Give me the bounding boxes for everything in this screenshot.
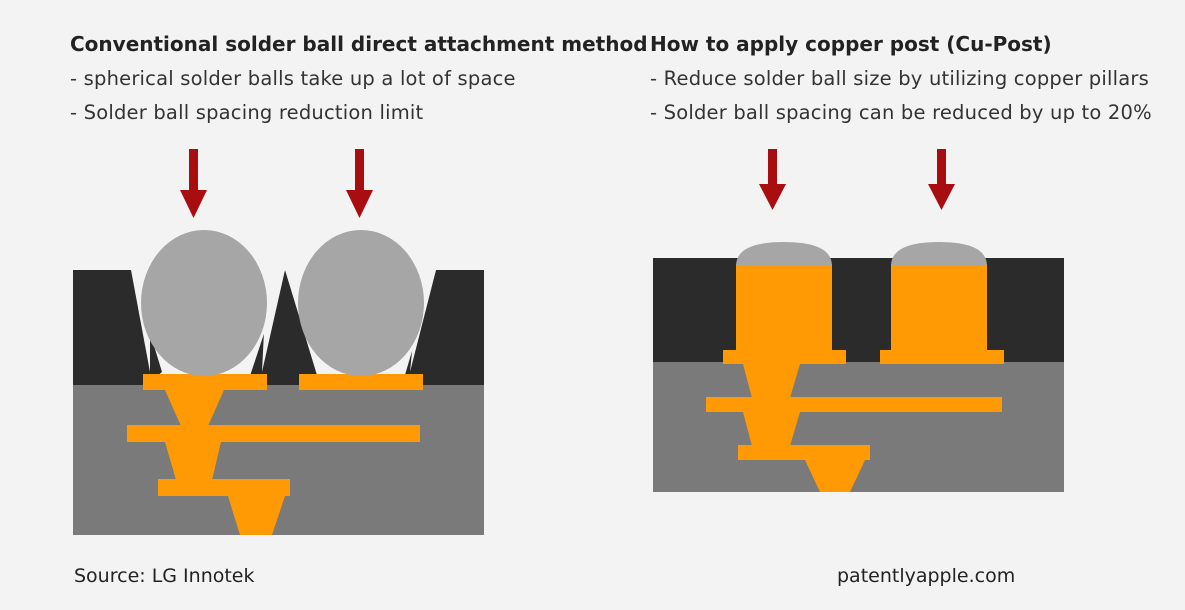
- left-heading: Conventional solder ball direct attachme…: [70, 32, 648, 56]
- right-solder-cap-1: [736, 242, 832, 266]
- right-pillar-1: [736, 264, 832, 352]
- right-mold-layer: [653, 258, 1064, 362]
- left-ball-gap-2: [262, 270, 285, 372]
- left-via-3: [228, 496, 285, 535]
- right-arrow-1: [759, 149, 786, 210]
- left-trace-1: [127, 425, 420, 442]
- left-bullet-2: - Solder ball spacing reduction limit: [70, 101, 424, 124]
- right-bullet-2: - Solder ball spacing can be reduced by …: [650, 101, 1152, 124]
- right-bullet-1: - Reduce solder ball size by utilizing c…: [650, 67, 1149, 90]
- left-panel-text: Conventional solder ball direct attachme…: [70, 32, 648, 124]
- source-caption: Source: LG Innotek: [74, 565, 255, 587]
- left-arrow-1: [180, 149, 207, 218]
- left-via-2: [165, 442, 221, 480]
- left-pad-2: [299, 374, 423, 390]
- right-arrow-2: [928, 149, 955, 210]
- left-trace-2: [158, 479, 290, 496]
- left-via-1: [165, 390, 224, 426]
- right-panel-text: How to apply copper post (Cu-Post) - Red…: [650, 32, 1152, 124]
- left-bullet-1: - spherical solder balls take up a lot o…: [70, 67, 516, 90]
- left-copper-routing: [127, 374, 423, 535]
- left-pad-1: [143, 374, 267, 390]
- right-pad-1: [723, 350, 846, 364]
- right-trace-1: [706, 397, 1002, 412]
- watermark-caption: patentlyapple.com: [837, 565, 1016, 587]
- left-arrow-2: [346, 149, 373, 218]
- right-trace-2: [738, 445, 870, 460]
- right-copper-routing: [706, 264, 1004, 492]
- right-pillar-2: [891, 264, 987, 352]
- right-via-3: [805, 460, 865, 492]
- right-solder-cap-2: [891, 242, 987, 266]
- right-via-1: [743, 364, 800, 398]
- left-ball-gap-3: [410, 270, 436, 372]
- right-pad-2: [880, 350, 1004, 364]
- left-solder-ball-1: [141, 230, 267, 376]
- right-via-2: [743, 412, 800, 446]
- right-heading: How to apply copper post (Cu-Post): [650, 32, 1052, 56]
- left-solder-ball-2: [298, 230, 424, 376]
- left-mold-layer: [73, 270, 484, 385]
